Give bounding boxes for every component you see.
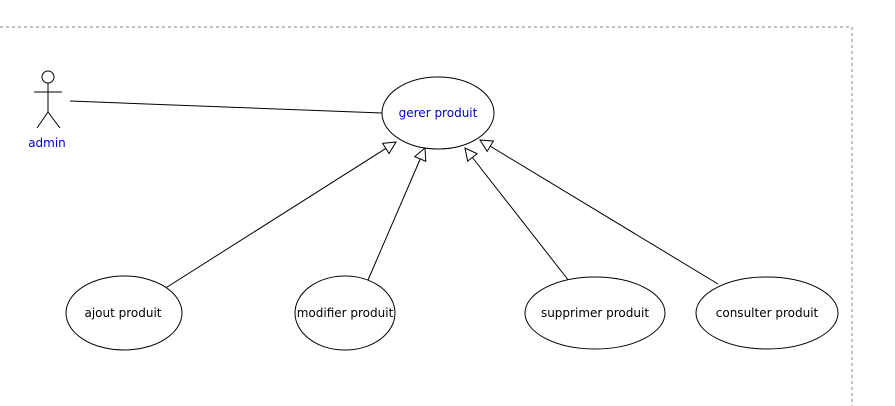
usecase-modifier-produit[interactable]: modifier produit [294,275,396,351]
system-boundary-frame [0,26,853,406]
generalization-arrow-ajout [163,142,396,290]
stick-figure-icon [34,70,62,129]
usecase-label: ajout produit [84,306,161,320]
association-line [69,100,383,114]
generalization-arrow-modifier [367,148,425,281]
usecase-label: gerer produit [399,106,478,120]
actor-label: admin [28,136,66,150]
generalization-arrow-consulter [480,140,719,285]
usecase-label: modifier produit [297,306,394,320]
generalization-arrow-supprimer [465,148,570,282]
usecase-ajout-produit[interactable]: ajout produit [65,275,183,351]
usecase-consulter-produit[interactable]: consulter produit [695,276,839,350]
usecase-label: supprimer produit [541,306,649,320]
usecase-label: consulter produit [716,306,819,320]
usecase-supprimer-produit[interactable]: supprimer produit [524,276,666,350]
usecase-gerer-produit[interactable]: gerer produit [381,76,495,150]
actor-admin[interactable]: admin [28,70,66,150]
